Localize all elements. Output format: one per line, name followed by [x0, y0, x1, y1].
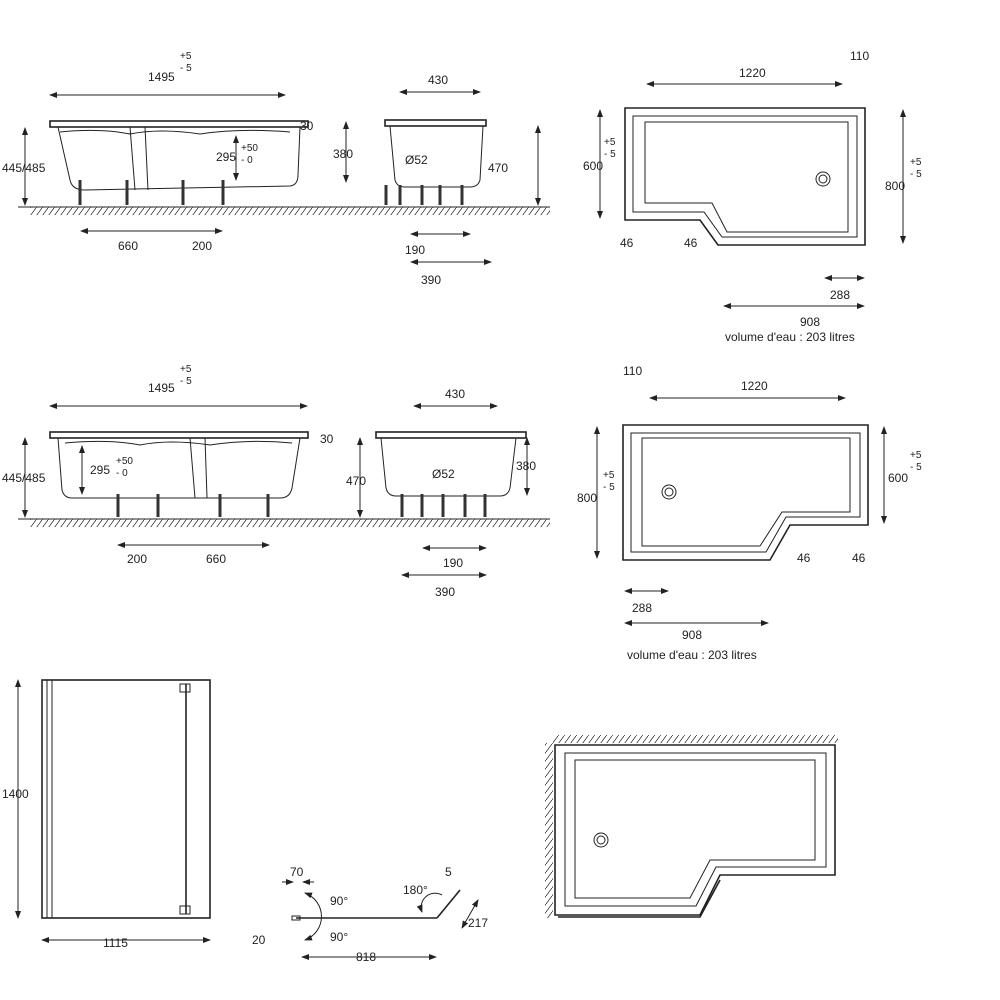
narrow-tol-plus: +5 — [604, 137, 616, 148]
end-elevation-1: 430 380 470 Ø52 190 390 — [333, 73, 541, 287]
dim-hinge: 70 — [290, 865, 304, 879]
dim-narrow: 600 — [888, 471, 908, 485]
angle-a: 90° — [330, 894, 348, 908]
dim-length: 1495 — [148, 381, 175, 395]
shower-screen-elevation: 1400 1115 — [2, 679, 211, 950]
dim-width-right: 110 — [850, 49, 869, 63]
dim-length: 1495 — [148, 70, 175, 84]
installation-plan — [545, 735, 838, 918]
tol-plus: +5 — [180, 364, 192, 375]
dim-leg-b: 660 — [206, 552, 226, 566]
dim-gap: 5 — [445, 865, 452, 879]
narrow-tol-minus: - 5 — [910, 462, 922, 473]
wide-tol-minus: - 5 — [910, 169, 922, 180]
side-elevation-1: 1495 +5 - 5 30 445/485 295 +50 - 0 660 2… — [2, 51, 550, 253]
dim-height: 445/485 — [2, 161, 46, 175]
dim-leg-a: 200 — [127, 552, 147, 566]
dim-width: 430 — [428, 73, 448, 87]
narrow-tol-plus: +5 — [910, 450, 922, 461]
dim-drain-x: 288 — [632, 601, 652, 615]
dim-thickness: 20 — [252, 933, 266, 947]
wide-tol-plus: +5 — [910, 157, 922, 168]
dim-screen-width: 1115 — [103, 936, 128, 950]
dim-wide: 800 — [885, 179, 905, 193]
dim-length: 1220 — [741, 379, 768, 393]
dim-screen-height: 1400 — [2, 787, 29, 801]
dim-drain-x: 288 — [830, 288, 850, 302]
dim-width: 430 — [445, 387, 465, 401]
dim-drain-height: 295 — [216, 150, 236, 164]
dim-step-a: 46 — [620, 236, 634, 250]
drain-tol-plus: +50 — [116, 456, 133, 467]
dim-leg-a: 190 — [405, 243, 425, 257]
tol-plus: +5 — [180, 51, 192, 62]
angle-b: 90° — [330, 930, 348, 944]
wide-tol-plus: +5 — [603, 470, 615, 481]
dim-outer-height: 470 — [346, 474, 366, 488]
dim-drain-diameter: Ø52 — [405, 153, 428, 167]
dim-leg-a: 660 — [118, 239, 138, 253]
drain-tol-minus: - 0 — [241, 155, 253, 166]
dim-step-b: 46 — [684, 236, 698, 250]
dim-inner-height: 380 — [516, 459, 536, 473]
dim-narrow: 600 — [583, 159, 603, 173]
narrow-tol-minus: - 5 — [604, 149, 616, 160]
dim-step-b: 46 — [852, 551, 866, 565]
side-elevation-2: 1495 +5 - 5 30 445/485 295 +50 - 0 200 6… — [2, 364, 550, 566]
tol-minus: - 5 — [180, 63, 192, 74]
dim-step-a: 46 — [797, 551, 811, 565]
dim-base: 908 — [682, 628, 702, 642]
dim-leg-a: 190 — [443, 556, 463, 570]
dim-width-left: 110 — [623, 364, 642, 378]
angle-c: 180° — [403, 883, 428, 897]
dim-drain-height: 295 — [90, 463, 110, 477]
wide-tol-minus: - 5 — [603, 482, 615, 493]
water-volume: volume d'eau : 203 litres — [627, 648, 757, 662]
dim-return: 217 — [468, 916, 488, 930]
dim-rim: 30 — [300, 119, 314, 133]
dim-rim: 30 — [320, 432, 334, 446]
drain-tol-minus: - 0 — [116, 468, 128, 479]
dim-outer-height: 470 — [488, 161, 508, 175]
dim-inner-height: 380 — [333, 147, 353, 161]
dim-leg-b: 390 — [421, 273, 441, 287]
water-volume: volume d'eau : 203 litres — [725, 330, 855, 344]
dim-drain-diameter: Ø52 — [432, 467, 455, 481]
dim-plan-length: 818 — [356, 950, 376, 964]
tol-minus: - 5 — [180, 376, 192, 387]
dim-leg-b: 200 — [192, 239, 212, 253]
drain-tol-plus: +50 — [241, 143, 258, 154]
dim-wide: 800 — [577, 491, 597, 505]
dim-length: 1220 — [739, 66, 766, 80]
dim-leg-b: 390 — [435, 585, 455, 599]
dim-height: 445/485 — [2, 471, 46, 485]
end-elevation-2: 430 380 470 Ø52 190 390 — [346, 387, 536, 599]
plan-view-2: 1220 110 600 +5 - 5 800 +5 - 5 46 46 288… — [577, 364, 922, 662]
shower-screen-plan: 70 20 90° 90° 180° 5 217 818 — [252, 865, 488, 964]
plan-view-1: 1220 110 600 +5 - 5 800 +5 - 5 46 46 288… — [583, 49, 922, 344]
dim-base: 908 — [800, 315, 820, 329]
